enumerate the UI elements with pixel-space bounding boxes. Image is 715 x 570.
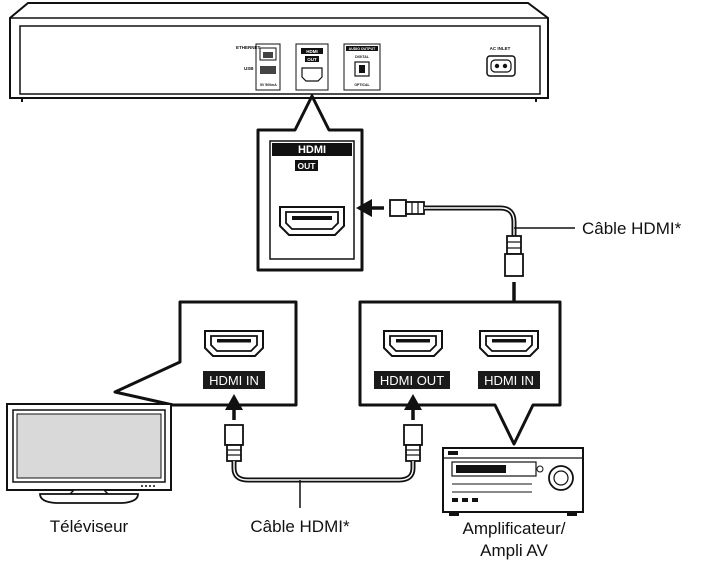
amp-hdmi-callout: HDMI OUT HDMI IN (358, 300, 562, 446)
player-ethernet-label: ETHERNET (236, 45, 261, 50)
tv-hdmi-callout: HDMI IN (113, 300, 298, 407)
amp-label-line1: Amplificateur/ (463, 519, 566, 538)
player-audio-block: AUDIO OUTPUT DIGITAL OPTICAL (343, 43, 381, 91)
tv-device-icon (6, 403, 172, 504)
cable-bottom-label: Câble HDMI* (250, 517, 350, 536)
player-digital-label: DIGITAL (355, 55, 370, 59)
callout-hdmi-label: HDMI (298, 144, 326, 156)
callout-hdmi-port-icon (279, 206, 345, 236)
player-usb-sub-label: 5V 500mA (260, 83, 277, 87)
tv-label: Téléviseur (50, 517, 129, 536)
player-optical-label: OPTICAL (354, 83, 370, 87)
player-ac-inlet-block: AC INLET (486, 46, 516, 77)
amp-label-line2: Ampli AV (480, 541, 548, 560)
player-hdmi-callout: HDMI OUT (256, 94, 364, 272)
amp-device-icon (442, 447, 584, 516)
tv-hdmi-in-port-icon (204, 330, 264, 357)
callout-out-label: OUT (298, 161, 317, 171)
player-ethernet-usb-block: ETHERNET USB 5V 500mA (236, 43, 281, 91)
amp-hdmi-in-port-icon (479, 330, 539, 357)
player-device: ETHERNET USB 5V 500mA HDMI OUT AUDIO OUT… (9, 2, 549, 102)
amp-hdmi-out-label: HDMI OUT (380, 373, 444, 388)
player-hdmi-out-label: OUT (307, 57, 317, 62)
player-ac-inlet-label: AC INLET (490, 46, 511, 51)
cable-top-label: Câble HDMI* (582, 219, 682, 238)
hdmi-cable-bottom (224, 394, 423, 508)
player-hdmi-port-icon (301, 67, 323, 82)
amp-hdmi-out-port-icon (383, 330, 443, 357)
usb-port-icon (260, 66, 276, 74)
player-hdmi-label: HDMI (306, 49, 318, 54)
player-usb-label: USB (244, 66, 254, 71)
tv-hdmi-in-label: HDMI IN (209, 373, 259, 388)
player-audio-output-label: AUDIO OUTPUT (349, 47, 377, 51)
player-hdmi-block: HDMI OUT (295, 43, 329, 91)
amp-hdmi-in-label: HDMI IN (484, 373, 534, 388)
